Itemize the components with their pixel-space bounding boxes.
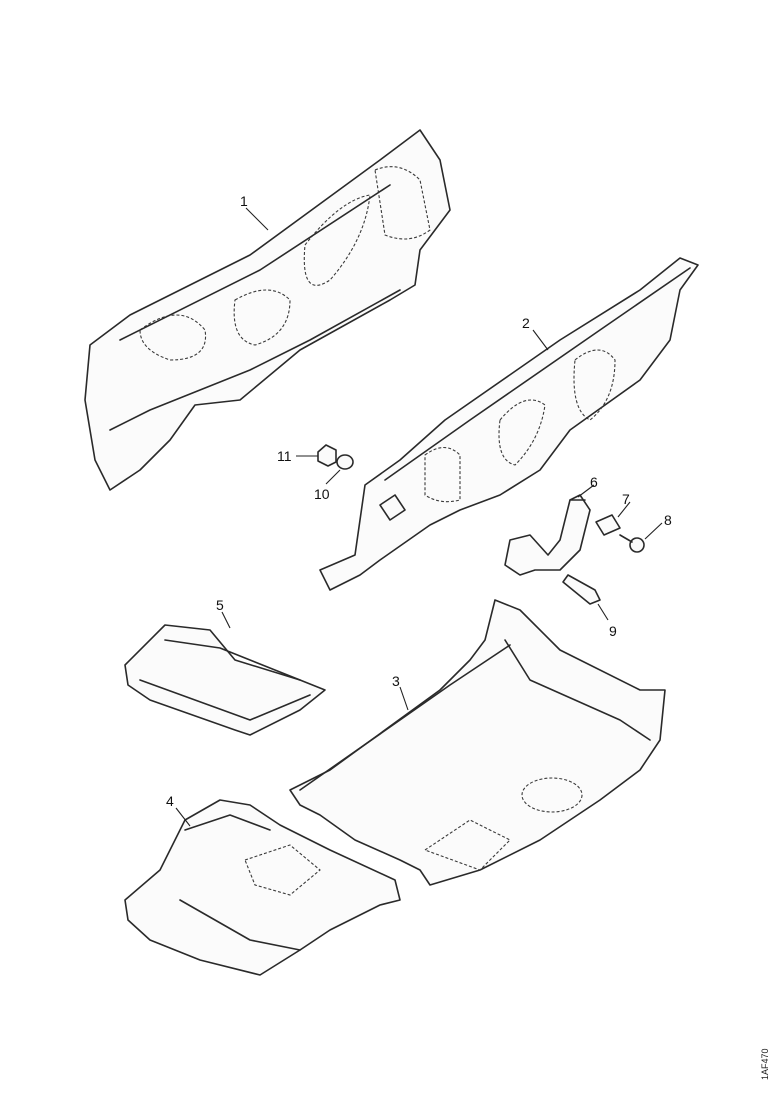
bracket-6 bbox=[504, 494, 591, 576]
bolt-9 bbox=[562, 574, 601, 605]
part-5-tray bbox=[124, 624, 326, 736]
part-3-floor-panel bbox=[289, 599, 666, 886]
nut-8 bbox=[619, 534, 645, 553]
washer-10 bbox=[336, 454, 354, 470]
callout-7: 7 bbox=[622, 491, 630, 507]
callout-11: 11 bbox=[277, 448, 292, 464]
callout-10: 10 bbox=[314, 486, 330, 502]
nut-11 bbox=[317, 444, 337, 467]
callout-2: 2 bbox=[522, 315, 530, 331]
callout-3: 3 bbox=[392, 673, 400, 689]
part-1-panel bbox=[84, 129, 451, 491]
callout-1: 1 bbox=[240, 193, 248, 209]
part-2-panel bbox=[319, 257, 699, 591]
callout-4: 4 bbox=[166, 793, 174, 809]
callout-6: 6 bbox=[590, 474, 598, 490]
callout-5: 5 bbox=[216, 597, 224, 613]
part-4-tunnel-section bbox=[124, 799, 401, 976]
figure-reference-code: 1AF470 bbox=[760, 1048, 770, 1080]
clip-7 bbox=[595, 514, 621, 536]
callout-8: 8 bbox=[664, 512, 672, 528]
leader-lines bbox=[175, 207, 663, 827]
callout-9: 9 bbox=[609, 623, 617, 639]
